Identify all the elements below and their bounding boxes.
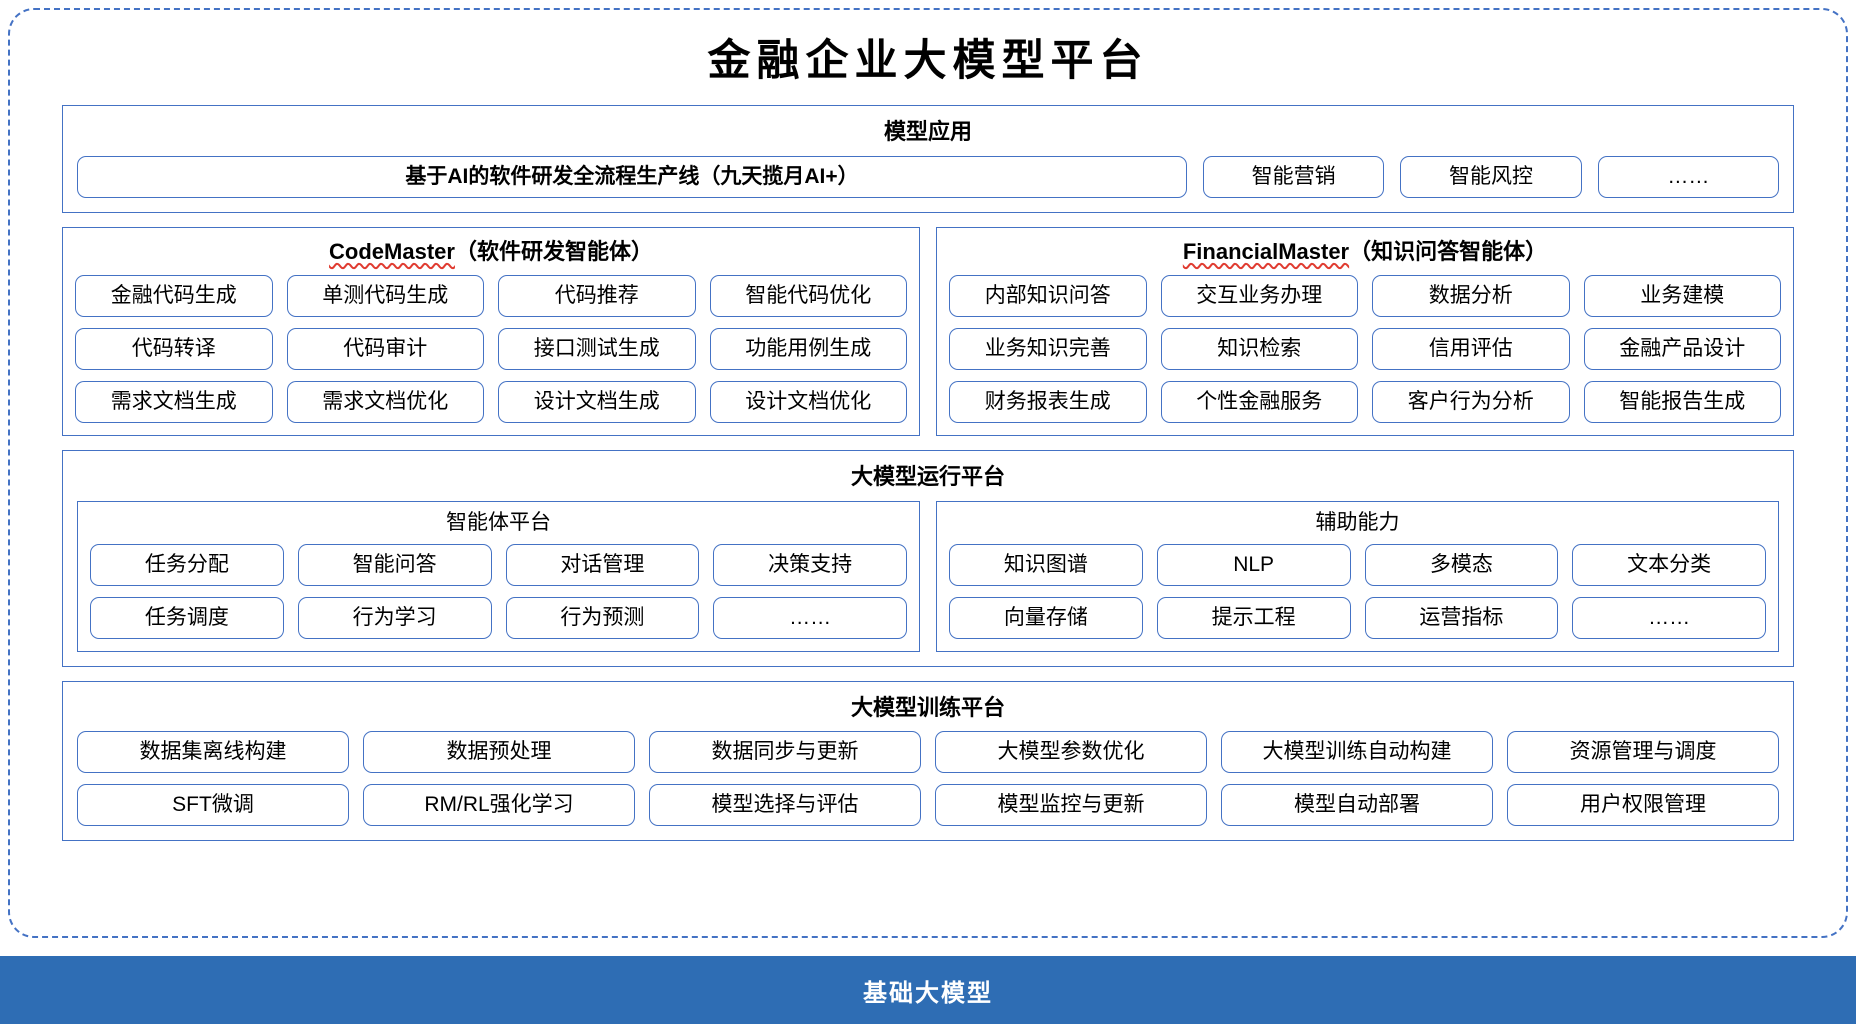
agent-items-financialmaster: 内部知识问答 交互业务办理 数据分析 业务建模 业务知识完善 知识检索 信用评估…: [949, 275, 1781, 423]
financialmaster-item-2[interactable]: 数据分析: [1372, 275, 1570, 317]
codemaster-item-8[interactable]: 需求文档生成: [75, 381, 273, 423]
codemaster-item-9[interactable]: 需求文档优化: [286, 381, 484, 423]
runtime-subpanel-title-agent-platform: 智能体平台: [446, 510, 551, 534]
model-application-items: 基于AI的软件研发全流程生产线（九天揽月AI+） 智能营销 智能风控 ……: [77, 155, 1779, 198]
agent-platform-item-2[interactable]: 对话管理: [505, 543, 700, 586]
runtime-subpanel-agent-platform: 智能体平台 任务分配 智能问答 对话管理 决策支持 任务调度 行为学习 行为预测…: [77, 500, 920, 652]
agent-name-en-financialmaster: FinancialMaster: [1182, 238, 1350, 264]
financialmaster-item-8[interactable]: 财务报表生成: [949, 381, 1147, 423]
agent-name-cn-codemaster: （软件研发智能体）: [454, 238, 653, 264]
platform-outer-frame: 金融企业大模型平台 模型应用 基于AI的软件研发全流程生产线（九天揽月AI+） …: [8, 8, 1848, 938]
base-model-label: 基础大模型: [863, 979, 993, 1007]
training-item-6[interactable]: SFT微调: [77, 784, 349, 827]
training-item-2[interactable]: 数据同步与更新: [649, 731, 921, 774]
financialmaster-item-3[interactable]: 业务建模: [1583, 275, 1781, 317]
training-item-5[interactable]: 资源管理与调度: [1507, 731, 1779, 774]
runtime-subpanel-title-auxiliary: 辅助能力: [1315, 510, 1400, 534]
agent-platform-item-0[interactable]: 任务分配: [90, 543, 284, 586]
runtime-subpanels: 智能体平台 任务分配 智能问答 对话管理 决策支持 任务调度 行为学习 行为预测…: [77, 500, 1779, 652]
codemaster-item-0[interactable]: 金融代码生成: [75, 275, 273, 317]
agent-panel-codemaster: CodeMaster（软件研发智能体） 金融代码生成 单测代码生成 代码推荐 智…: [62, 226, 920, 436]
agent-platform-item-7[interactable]: ……: [713, 596, 907, 639]
financialmaster-item-9[interactable]: 个性金融服务: [1160, 381, 1358, 423]
training-item-7[interactable]: RM/RL强化学习: [363, 784, 635, 827]
training-platform-title: 大模型训练平台: [850, 694, 1005, 720]
agent-title-codemaster: CodeMaster（软件研发智能体）: [75, 236, 907, 276]
training-item-0[interactable]: 数据集离线构建: [77, 731, 349, 774]
financialmaster-item-10[interactable]: 客户行为分析: [1372, 381, 1570, 423]
runtime-agent-platform-items: 任务分配 智能问答 对话管理 决策支持 任务调度 行为学习 行为预测 ……: [90, 543, 907, 639]
runtime-platform-panel: 大模型运行平台 智能体平台 任务分配 智能问答 对话管理 决策支持 任务调度 行…: [62, 450, 1794, 667]
financialmaster-item-1[interactable]: 交互业务办理: [1160, 275, 1358, 317]
auxiliary-item-5[interactable]: 提示工程: [1156, 596, 1351, 639]
financialmaster-item-0[interactable]: 内部知识问答: [949, 275, 1147, 317]
training-item-4[interactable]: 大模型训练自动构建: [1221, 731, 1493, 774]
agent-items-codemaster: 金融代码生成 单测代码生成 代码推荐 智能代码优化 代码转译 代码审计 接口测试…: [75, 275, 907, 423]
codemaster-item-5[interactable]: 代码审计: [286, 328, 484, 370]
auxiliary-item-6[interactable]: 运营指标: [1364, 596, 1559, 639]
codemaster-item-10[interactable]: 设计文档生成: [498, 381, 696, 423]
base-model-bar: 基础大模型: [0, 956, 1856, 1024]
agent-name-en-codemaster: CodeMaster: [329, 238, 455, 264]
financialmaster-item-6[interactable]: 信用评估: [1372, 328, 1570, 370]
agents-row: CodeMaster（软件研发智能体） 金融代码生成 单测代码生成 代码推荐 智…: [62, 226, 1794, 436]
auxiliary-item-0[interactable]: 知识图谱: [949, 543, 1143, 586]
agent-title-financialmaster: FinancialMaster（知识问答智能体）: [949, 236, 1781, 276]
auxiliary-item-4[interactable]: 向量存储: [949, 596, 1143, 639]
financialmaster-item-7[interactable]: 金融产品设计: [1583, 328, 1781, 370]
training-item-9[interactable]: 模型监控与更新: [935, 784, 1207, 827]
training-platform-items: 数据集离线构建 数据预处理 数据同步与更新 大模型参数优化 大模型训练自动构建 …: [77, 731, 1779, 827]
financialmaster-item-5[interactable]: 知识检索: [1160, 328, 1358, 370]
agent-name-cn-financialmaster: （知识问答智能体）: [1349, 238, 1548, 264]
auxiliary-item-1[interactable]: NLP: [1156, 543, 1351, 586]
auxiliary-item-2[interactable]: 多模态: [1364, 543, 1559, 586]
runtime-platform-title: 大模型运行平台: [850, 464, 1005, 489]
training-item-8[interactable]: 模型选择与评估: [649, 784, 921, 827]
agent-platform-item-5[interactable]: 行为学习: [297, 596, 492, 639]
auxiliary-item-7[interactable]: ……: [1572, 596, 1766, 639]
codemaster-item-1[interactable]: 单测代码生成: [286, 275, 484, 317]
training-item-11[interactable]: 用户权限管理: [1507, 784, 1779, 827]
codemaster-item-7[interactable]: 功能用例生成: [709, 328, 907, 370]
page-title: 金融企业大模型平台: [707, 38, 1149, 85]
auxiliary-item-3[interactable]: 文本分类: [1572, 543, 1766, 586]
codemaster-item-11[interactable]: 设计文档优化: [709, 381, 907, 423]
codemaster-item-4[interactable]: 代码转译: [75, 328, 273, 370]
agent-platform-item-4[interactable]: 任务调度: [90, 596, 284, 639]
app-item-smart-marketing[interactable]: 智能营销: [1203, 155, 1385, 198]
training-platform-panel: 大模型训练平台 数据集离线构建 数据预处理 数据同步与更新 大模型参数优化 大模…: [62, 680, 1794, 842]
agent-platform-item-6[interactable]: 行为预测: [505, 596, 700, 639]
runtime-subpanel-auxiliary-capability: 辅助能力 知识图谱 NLP 多模态 文本分类 向量存储 提示工程 运营指标 ……: [936, 500, 1779, 652]
app-item-more[interactable]: ……: [1597, 155, 1779, 198]
agent-platform-item-1[interactable]: 智能问答: [297, 543, 492, 586]
codemaster-item-2[interactable]: 代码推荐: [498, 275, 696, 317]
runtime-auxiliary-items: 知识图谱 NLP 多模态 文本分类 向量存储 提示工程 运营指标 ……: [949, 543, 1766, 639]
agent-panel-financialmaster: FinancialMaster（知识问答智能体） 内部知识问答 交互业务办理 数…: [936, 226, 1794, 436]
codemaster-item-6[interactable]: 接口测试生成: [498, 328, 696, 370]
financialmaster-item-11[interactable]: 智能报告生成: [1583, 381, 1781, 423]
financialmaster-item-4[interactable]: 业务知识完善: [949, 328, 1147, 370]
training-item-1[interactable]: 数据预处理: [363, 731, 635, 774]
model-application-panel: 模型应用 基于AI的软件研发全流程生产线（九天揽月AI+） 智能营销 智能风控 …: [62, 105, 1794, 213]
agent-platform-item-3[interactable]: 决策支持: [713, 543, 907, 586]
model-application-title: 模型应用: [883, 119, 972, 144]
training-item-3[interactable]: 大模型参数优化: [935, 731, 1207, 774]
app-item-smart-risk-control[interactable]: 智能风控: [1400, 155, 1582, 198]
app-item-ai-pipeline[interactable]: 基于AI的软件研发全流程生产线（九天揽月AI+）: [77, 155, 1187, 198]
training-item-10[interactable]: 模型自动部署: [1221, 784, 1493, 827]
codemaster-item-3[interactable]: 智能代码优化: [709, 275, 907, 317]
